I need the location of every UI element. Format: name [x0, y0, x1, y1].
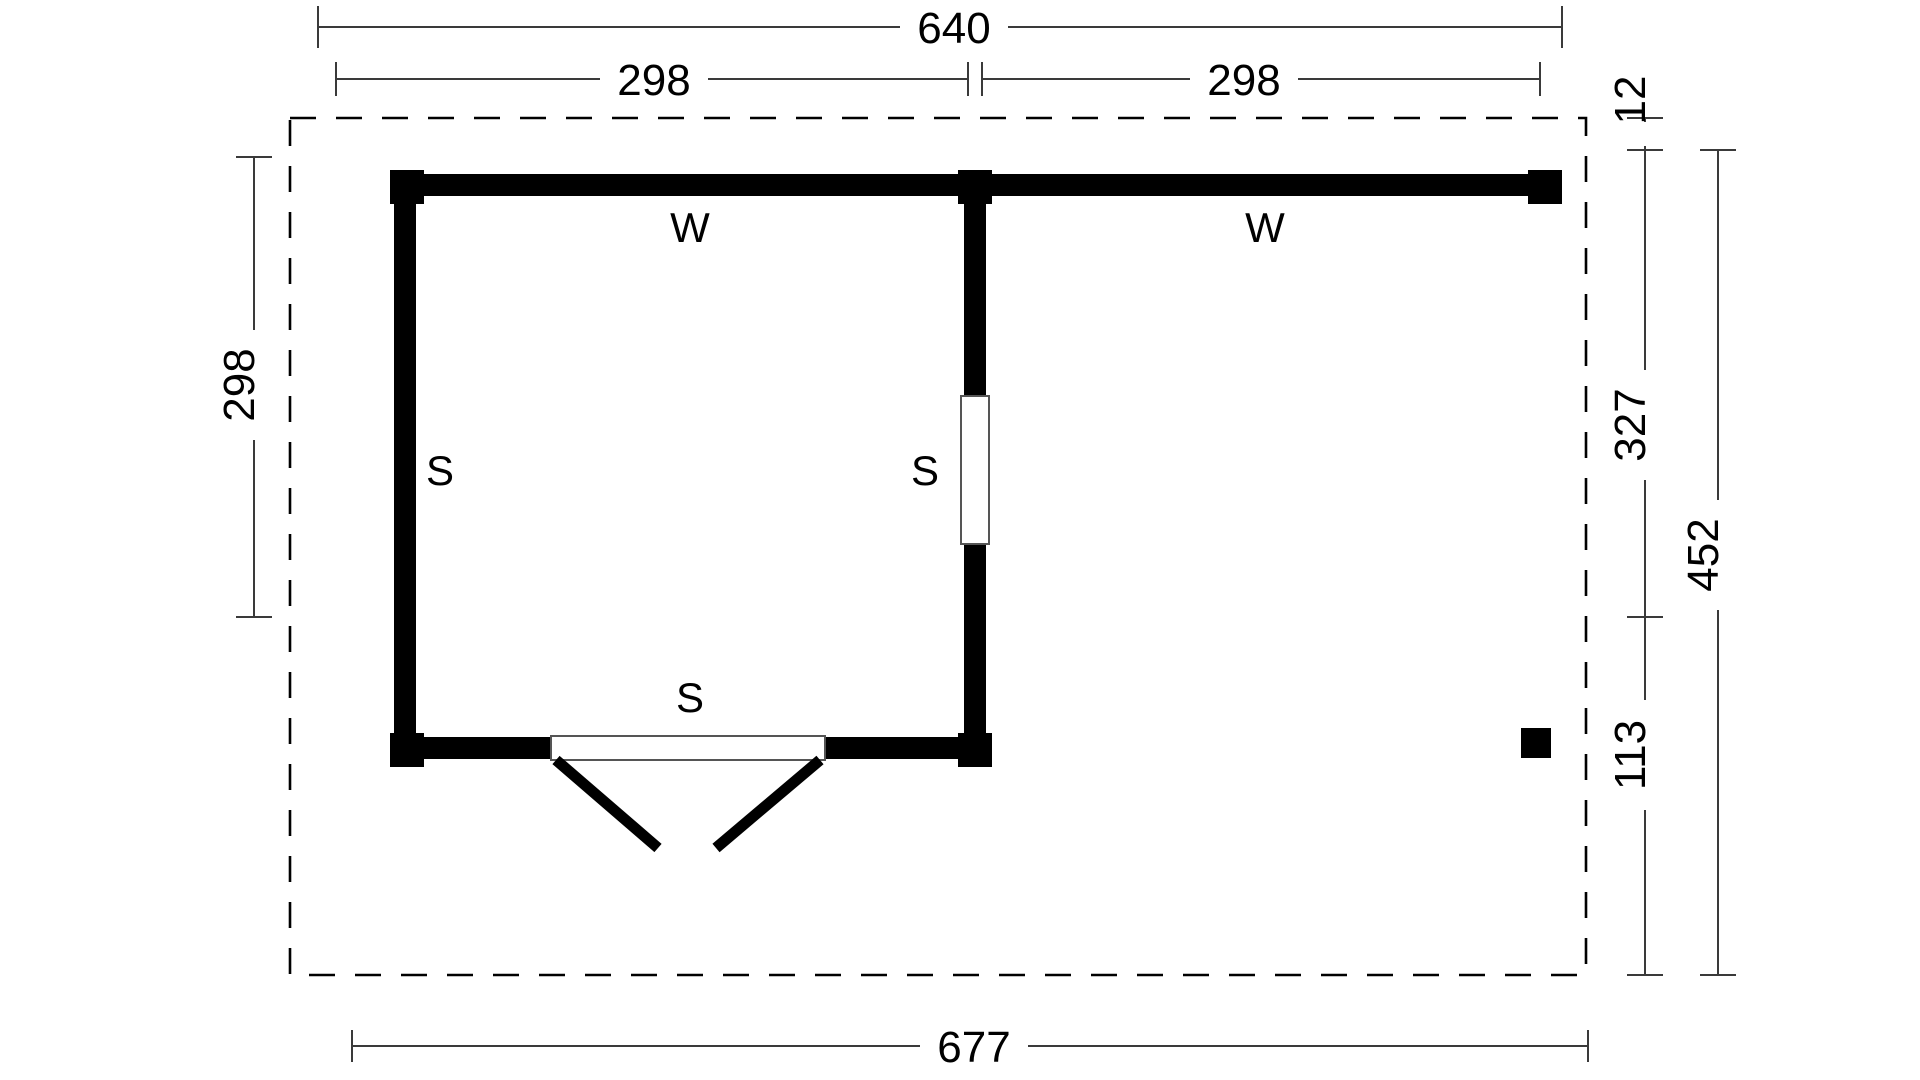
dimension-left-vertical-label: 298 [215, 348, 264, 421]
dimension-left-vertical: 298 [215, 156, 272, 618]
dimension-right-overall-label: 452 [1679, 518, 1728, 591]
label-wall-left-top: W [670, 204, 710, 251]
dimension-right-327-label: 327 [1606, 388, 1655, 461]
dimension-top-right-label: 298 [1207, 56, 1280, 105]
door-leaf-right [712, 755, 824, 853]
dimension-bottom-overall: 677 [351, 1023, 1589, 1072]
dimension-top-left-label: 298 [617, 56, 690, 105]
window-opening [960, 395, 990, 545]
post-bottom-middle [958, 733, 992, 767]
post-bottom-left [390, 733, 424, 767]
roof-overhang-outline [288, 116, 1588, 977]
label-wall-bottom-side: S [676, 674, 704, 721]
label-wall-middle-side: S [911, 447, 939, 494]
dimension-right-overall: 452 [1679, 149, 1736, 976]
bottom-wall-right-stub [822, 737, 986, 759]
left-wall [394, 174, 416, 748]
door-leaf-left [552, 755, 662, 853]
dimension-right-12-label: 12 [1606, 76, 1655, 125]
label-wall-left-side: S [426, 447, 454, 494]
support-post [1521, 728, 1551, 758]
post-top-middle [958, 170, 992, 204]
dimension-top-left-segment: 298 [335, 56, 969, 105]
dimension-bottom-overall-label: 677 [937, 1023, 1010, 1072]
label-wall-right-top: W [1245, 204, 1285, 251]
double-door-frame [550, 735, 826, 761]
dimension-top-right-segment: 298 [981, 56, 1541, 105]
post-top-left [390, 170, 424, 204]
middle-wall-lower [964, 544, 986, 748]
middle-wall-upper [964, 174, 986, 396]
post-top-right [1528, 170, 1562, 204]
dimension-top-overall: 640 [317, 4, 1563, 53]
dimension-right-inner-chain: 12 327 113 [1606, 76, 1663, 976]
dimension-top-overall-label: 640 [917, 4, 990, 53]
dimension-right-113-label: 113 [1606, 720, 1655, 790]
bottom-wall-left-stub [394, 737, 554, 759]
